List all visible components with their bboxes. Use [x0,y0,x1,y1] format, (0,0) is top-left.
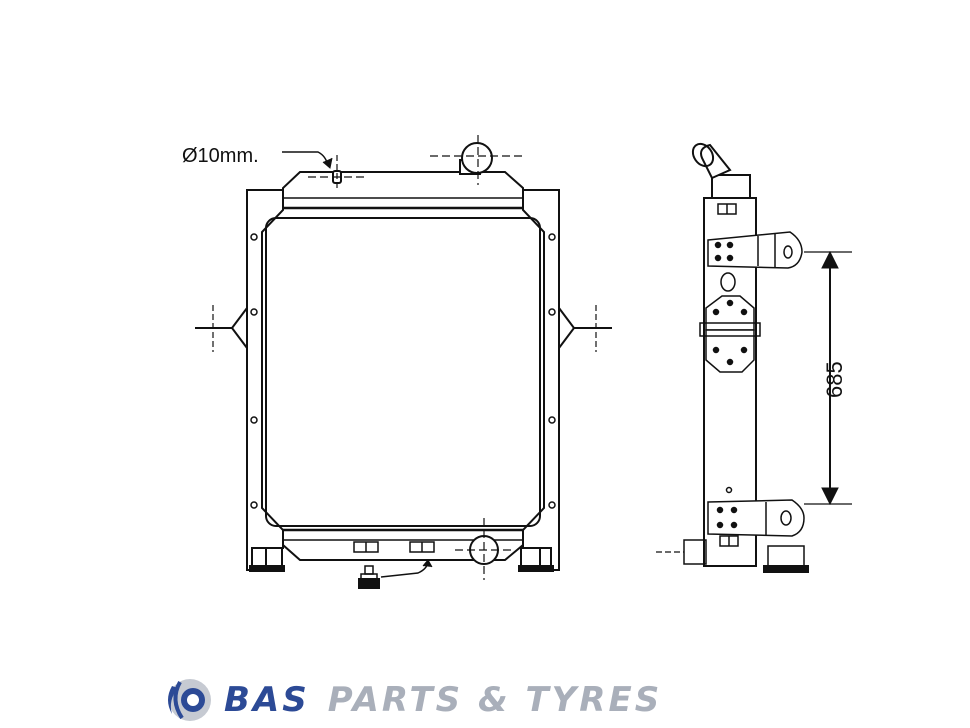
logo-brand-text: BAS [224,680,310,720]
drain-plug [358,559,433,589]
sensor-ports [353,541,435,553]
bottom-header-tank [282,530,524,561]
top-inlet-pipe [430,135,526,185]
radiator-side-view [656,142,852,573]
radiator-front-view [195,135,612,589]
side-inlet-elbow [711,174,751,198]
diameter-label: Ø10mm. [182,145,259,167]
bas-parts-tyres-logo: BAS PARTS & TYRES [160,674,662,726]
logo-tagline-text: PARTS & TYRES [327,680,663,720]
height-dimension-line [804,250,852,506]
top-header-tank [282,171,524,210]
height-dimension-label: 685 [822,361,847,398]
logo-emblem-icon [168,679,211,721]
side-brackets [195,305,612,352]
center-bracket [699,295,761,373]
bottom-outlet-pipe [455,518,515,580]
upper-mounting-plate [707,231,803,292]
side-tank-body [703,197,757,567]
radiator-core [265,217,541,527]
vent-hole [282,151,368,190]
mounting-feet [249,547,554,572]
side-foot [656,539,809,573]
lower-mounting-plate [707,486,805,537]
